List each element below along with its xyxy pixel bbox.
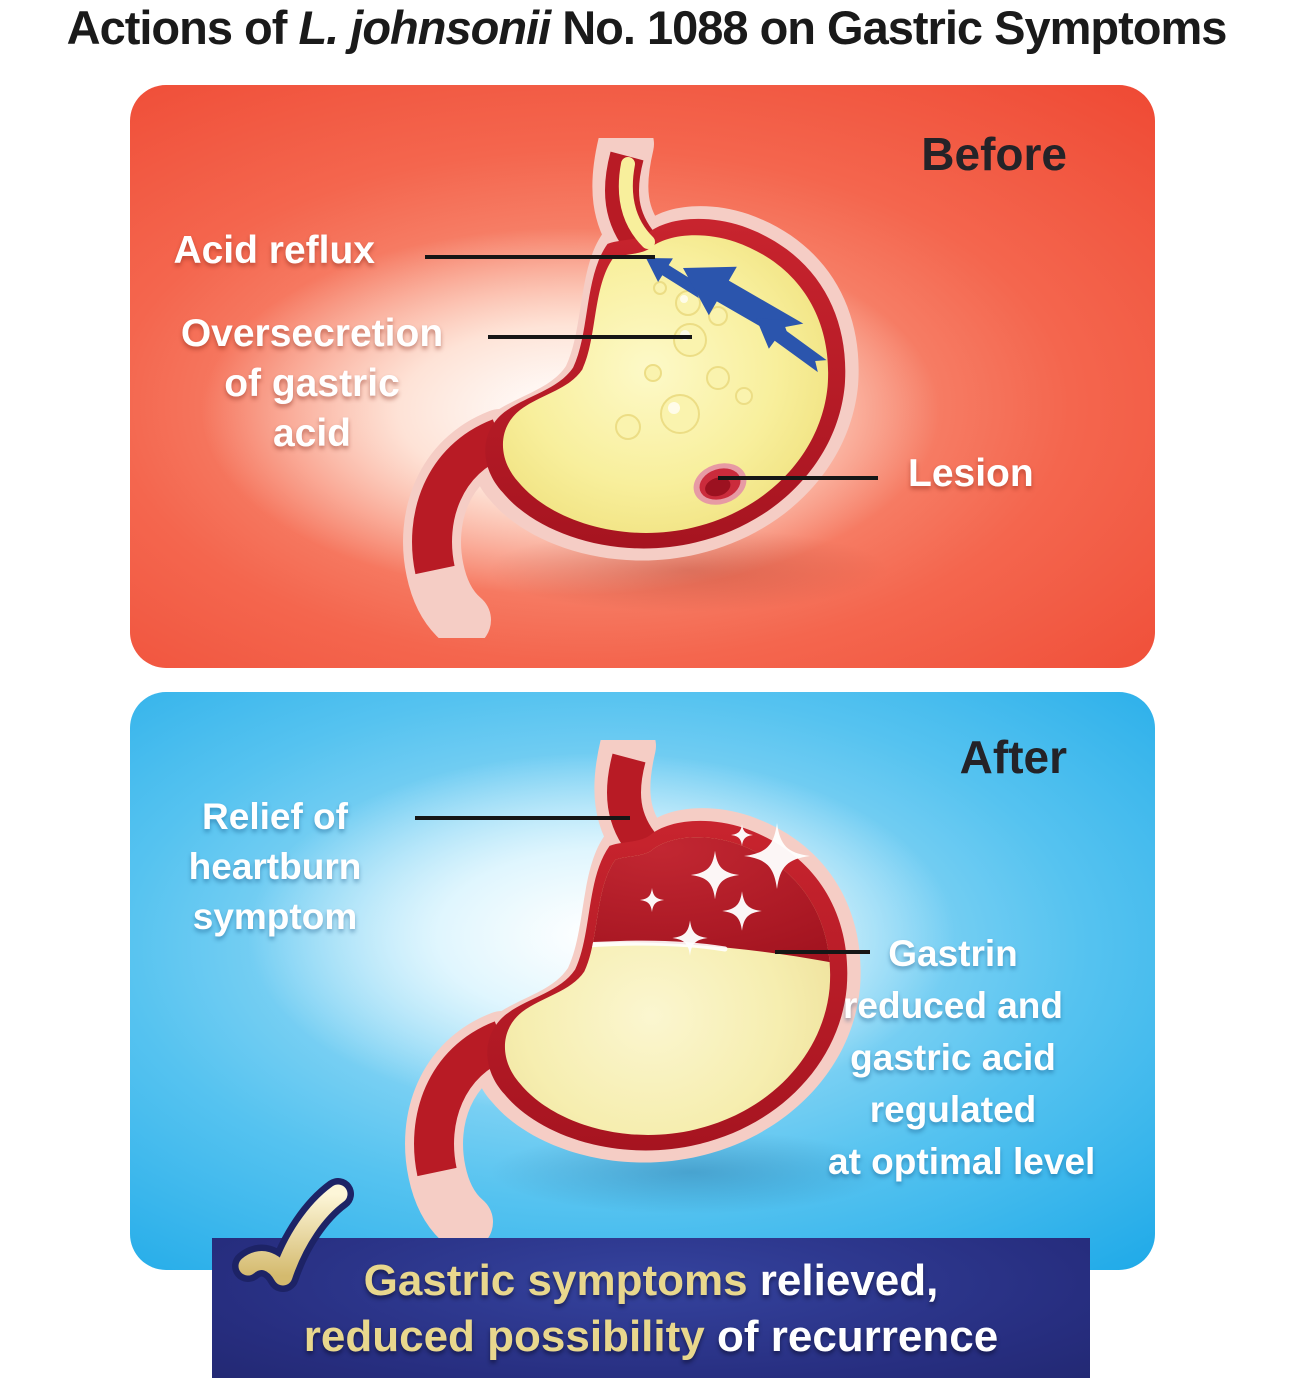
gastrin-line4: regulated xyxy=(869,1089,1037,1130)
acid-reflux-label: Acid reflux xyxy=(165,230,375,272)
gastrin-label: Gastrin reduced and gastric acid regulat… xyxy=(828,928,1096,1188)
lesion-text: Lesion xyxy=(908,452,1034,495)
gastrin-callout-line xyxy=(775,950,870,954)
banner-line1: Gastric symptoms relieved, xyxy=(364,1253,939,1309)
duodenum-inner-red xyxy=(412,419,509,575)
reflux-streak xyxy=(618,157,655,249)
acid-reflux-text: Acid reflux xyxy=(173,229,375,272)
banner-line1-gold: Gastric symptoms xyxy=(363,1256,760,1305)
oversecretion-line1: Oversecretion xyxy=(180,312,444,355)
relief-line1: Relief of xyxy=(202,796,348,837)
sparkle-icon xyxy=(639,823,810,956)
page-title: Actions of L. johnsonii No. 1088 on Gast… xyxy=(0,0,1293,54)
title-species-italic: L. johnsonii xyxy=(298,1,551,54)
gastrin-line5: at optimal level xyxy=(828,1141,1096,1182)
oversecretion-line3: acid xyxy=(272,412,352,455)
after-label: After xyxy=(959,731,1067,783)
oversecretion-callout-line xyxy=(488,335,692,339)
banner-line2-white: of recurrence xyxy=(716,1312,999,1361)
oversecretion-line2: of gastric xyxy=(224,362,400,405)
lesion-callout-line xyxy=(718,476,878,480)
acid-reflux-arrow-icon xyxy=(646,258,827,373)
duodenum-inner-red xyxy=(414,1021,511,1177)
relief-line3: symptom xyxy=(192,896,358,937)
before-stomach-illustration xyxy=(403,138,888,638)
acid-reflux-callout-line xyxy=(425,255,655,259)
gastrin-line1: Gastrin xyxy=(888,933,1018,974)
conclusion-banner: Gastric symptoms relieved, reduced possi… xyxy=(212,1238,1090,1378)
lesion-label: Lesion xyxy=(908,453,1068,495)
banner-line1-white: relieved, xyxy=(759,1256,939,1305)
relief-line2: heartburn xyxy=(188,846,362,887)
after-stomach-illustration xyxy=(405,740,890,1240)
banner-line2: reduced possibility of recurrence xyxy=(304,1309,998,1365)
relief-callout-line xyxy=(415,816,630,820)
gastrin-line2: reduced and xyxy=(843,985,1063,1026)
title-part3: No. 1088 on Gastric Symptoms xyxy=(550,1,1227,54)
title-part1: Actions of xyxy=(66,1,299,54)
banner-line2-gold: reduced possibility xyxy=(303,1312,717,1361)
relief-label: Relief of heartburn symptom xyxy=(155,792,395,942)
before-label: Before xyxy=(921,128,1067,180)
oversecretion-label: Oversecretion of gastric acid xyxy=(172,309,452,459)
checkmark-icon xyxy=(232,1178,354,1292)
esophagus-inner-red xyxy=(607,753,658,857)
gastrin-line3: gastric acid xyxy=(850,1037,1056,1078)
